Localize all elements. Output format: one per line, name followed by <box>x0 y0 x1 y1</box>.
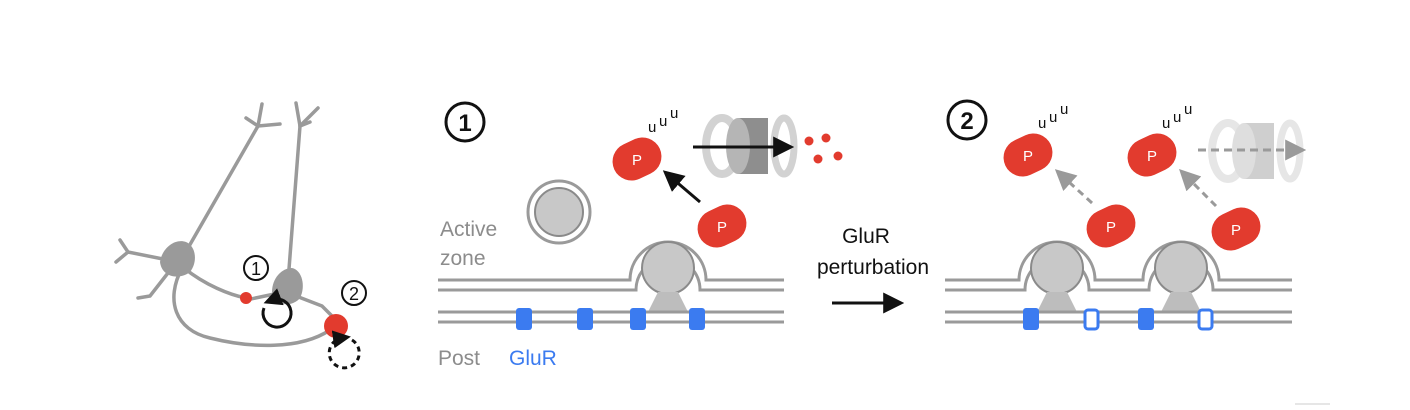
protein: P <box>1211 207 1261 251</box>
marker-2-circle <box>341 280 367 306</box>
neuron-panel: 1 2 <box>114 101 367 370</box>
ubiquitin-tag: u <box>1060 101 1068 118</box>
degraded-fragments <box>804 133 843 164</box>
glur-receptors <box>516 308 705 330</box>
presynaptic-membrane <box>438 240 784 292</box>
ubiquitinated-protein: P u u u <box>1003 101 1068 177</box>
docked-vesicle <box>1030 241 1084 295</box>
active-zone-label-line1: Active <box>440 218 497 241</box>
ubiquitinated-protein: P u u u <box>1127 101 1192 177</box>
postsynaptic-membrane <box>945 310 1292 324</box>
glur-receptor <box>689 308 705 330</box>
panel-1-number-circle <box>444 101 486 143</box>
glur-receptor-perturbed <box>1197 308 1214 331</box>
protein-label: P <box>632 152 642 169</box>
active-zone-label-line2: zone <box>440 247 486 270</box>
glur-receptor <box>1023 308 1039 330</box>
transition-label-line2: perturbation <box>817 256 929 279</box>
reduced-ubiquitination-arrow <box>1179 169 1218 208</box>
panel-1: 1 Active zone Post GluR <box>438 101 843 370</box>
panel-1-number: 1 <box>458 110 471 137</box>
protein: P <box>697 204 747 248</box>
protein-label: P <box>1023 148 1033 165</box>
presynaptic-membrane <box>945 240 1292 292</box>
panel-2-number-circle <box>946 99 988 141</box>
marker-1-label: 1 <box>251 259 261 279</box>
glur-receptor <box>630 308 646 330</box>
glur-receptor <box>577 308 593 330</box>
panel-2-number: 2 <box>960 108 973 135</box>
postsynaptic-membrane <box>438 310 784 324</box>
post-label: Post <box>438 347 480 370</box>
transition-label-line1: GluR <box>842 225 890 248</box>
glur-receptor-perturbed <box>1083 308 1100 331</box>
glur-receptor <box>1138 308 1154 330</box>
fusion-pore <box>648 292 688 312</box>
ubiquitin-tag: u <box>648 119 656 136</box>
reduced-ubiquitination-arrow <box>1054 169 1094 205</box>
protein-label: P <box>717 219 727 236</box>
panel-2: 2 P u u <box>945 99 1307 331</box>
fusion-pore <box>1161 292 1201 312</box>
ubiquitin-tag: u <box>1173 109 1181 126</box>
marker-1-circle <box>243 255 269 281</box>
ubiquitin-tag: u <box>1049 109 1057 126</box>
protein-label: P <box>1231 222 1241 239</box>
reserve-vesicle-core <box>534 187 584 237</box>
glur-receptor <box>516 308 532 330</box>
ubiquitinated-protein: P u u u <box>612 105 678 181</box>
transition: GluR perturbation <box>817 225 929 314</box>
synapse-1-dot <box>240 292 252 304</box>
impaired-recycling-arrow-icon <box>327 330 361 370</box>
recycling-arrow-icon <box>261 288 293 329</box>
fusion-pore <box>1037 292 1077 312</box>
ubiquitin-tag: u <box>1184 101 1192 118</box>
glur-receptors <box>1023 308 1214 331</box>
protein-label: P <box>1147 148 1157 165</box>
left-neuron-soma <box>160 241 195 277</box>
marker-2-label: 2 <box>349 284 359 304</box>
glur-label: GluR <box>509 347 557 370</box>
docked-vesicle <box>1154 241 1208 295</box>
synapse-2-dot <box>324 314 348 338</box>
docked-vesicle <box>641 241 695 295</box>
protein-label: P <box>1106 219 1116 236</box>
ubiquitin-tag: u <box>670 105 678 122</box>
ubiquitin-tag: u <box>1162 115 1170 132</box>
ubiquitin-tag: u <box>659 113 667 130</box>
ubiquitination-arrow <box>662 170 701 204</box>
protein: P <box>1086 204 1136 248</box>
ubiquitin-tag: u <box>1038 115 1046 132</box>
